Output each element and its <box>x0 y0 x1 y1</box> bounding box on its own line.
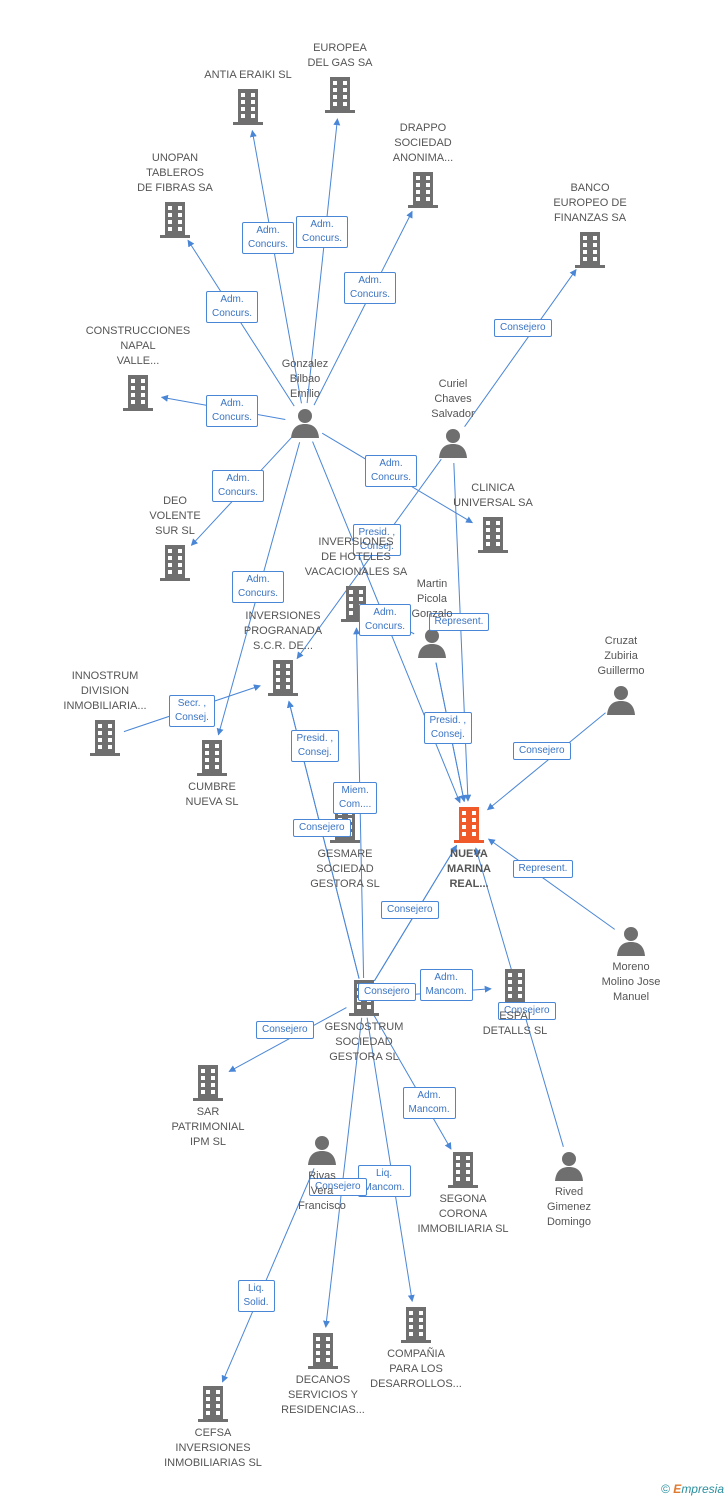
edge-label-cruzat-to-nueva[interactable]: Consejero <box>513 742 571 760</box>
edge-label-gonzalez-to-europea[interactable]: Adm. Concurs. <box>296 216 349 248</box>
edge-label-gesnostrum-to-decanos[interactable]: Consejero <box>309 1178 367 1196</box>
edge-label-gonzalez-to-construcciones[interactable]: Adm. Concurs. <box>206 395 259 427</box>
building-icon-antia[interactable] <box>233 89 263 125</box>
person-icon-martin[interactable] <box>418 629 446 658</box>
edge-label-moreno-to-nueva[interactable]: Represent. <box>512 860 574 878</box>
node-label-innostrum[interactable]: INNOSTRUM DIVISION INMOBILIARIA... <box>63 670 147 712</box>
node-label-compania[interactable]: COMPAÑIA PARA LOS DESARROLLOS... <box>370 1348 462 1390</box>
person-icon-rived[interactable] <box>555 1152 583 1181</box>
edge-curiel-to-nueva <box>453 462 472 802</box>
person-icon-gonzalez[interactable] <box>291 409 319 438</box>
copyright-icon: © <box>661 1482 670 1496</box>
edge-gonzalez-to-europea <box>306 118 341 404</box>
edge-label-gesnostrum-to-inversiones_prog[interactable]: Presid. , Consej. <box>290 730 340 762</box>
edge-label-gesnostrum-to-inversiones_prog[interactable]: Consejero <box>293 819 351 837</box>
building-icon-europea[interactable] <box>325 77 355 113</box>
node-label-clinica[interactable]: CLINICA UNIVERSAL SA <box>453 482 533 509</box>
node-label-sar[interactable]: SAR PATRIMONIAL IPM SL <box>171 1106 245 1148</box>
node-label-cruzat[interactable]: Cruzat Zubiria Guillermo <box>597 635 645 677</box>
edge-label-curiel-to-banco[interactable]: Consejero <box>494 319 552 337</box>
edge-label-gonzalez-to-unopan[interactable]: Adm. Concurs. <box>206 291 259 323</box>
edge-moreno-to-nueva <box>487 838 616 930</box>
edge-label-gesnostrum-to-nueva[interactable]: Consejero <box>358 983 416 1001</box>
edge-label-gesnostrum-to-espai[interactable]: Adm. Mancom. <box>419 969 473 1001</box>
building-icon-sar[interactable] <box>193 1065 223 1101</box>
building-icon-clinica[interactable] <box>478 517 508 553</box>
edge-gonzalez-to-drappo <box>313 210 413 406</box>
node-label-europea[interactable]: EUROPEA DEL GAS SA <box>307 42 373 69</box>
node-label-gesmare[interactable]: GESMARE SOCIEDAD GESTORA SL <box>310 848 380 890</box>
node-label-drappo[interactable]: DRAPPO SOCIEDAD ANONIMA... <box>392 122 454 164</box>
building-icon-compania[interactable] <box>401 1307 431 1343</box>
edge-gesnostrum-to-segona <box>373 1015 452 1150</box>
building-icon-unopan[interactable] <box>160 202 190 238</box>
edge-gonzalez-to-unopan <box>187 239 295 407</box>
person-icon-moreno[interactable] <box>617 927 645 956</box>
building-icon-nueva[interactable] <box>454 807 484 843</box>
edge-label-martin-to-nueva[interactable]: Presid. , Consej. <box>423 712 473 744</box>
footer-brand: © Empresia <box>661 1482 724 1496</box>
edge-label-martin-to-inversiones_hot[interactable]: Adm. Concurs. <box>359 604 412 636</box>
edge-cruzat-to-nueva <box>486 712 606 811</box>
node-label-unopan[interactable]: UNOPAN TABLEROS DE FIBRAS SA <box>137 152 213 194</box>
node-label-decanos[interactable]: DECANOS SERVICIOS Y RESIDENCIAS... <box>281 1374 365 1416</box>
edge-gesnostrum-to-sar <box>228 1007 347 1072</box>
edge-label-gonzalez-to-deo[interactable]: Adm. Concurs. <box>212 470 265 502</box>
person-icon-cruzat[interactable] <box>607 686 635 715</box>
building-icon-segona[interactable] <box>448 1152 478 1188</box>
node-label-segona[interactable]: SEGONA CORONA IMMOBILIARIA SL <box>417 1193 509 1235</box>
building-icon-cefsa[interactable] <box>198 1386 228 1422</box>
edge-rivas-to-cefsa <box>221 1168 315 1383</box>
edge-label-innostrum-to-inversiones_prog[interactable]: Secr. , Consej. <box>169 695 215 727</box>
edge-label-rived-to-nueva[interactable]: Consejero <box>498 1002 556 1020</box>
node-label-nueva[interactable]: NUEVA MARINA REAL... <box>447 848 491 890</box>
brand-logo-initial: E <box>673 1482 682 1496</box>
edge-label-rivas-to-cefsa[interactable]: Liq. Solid. <box>237 1280 275 1312</box>
node-label-cefsa[interactable]: CEFSA INVERSIONES INMOBILIARIAS SL <box>164 1427 262 1469</box>
edge-label-gonzalez-to-clinica[interactable]: Adm. Concurs. <box>365 455 418 487</box>
edge-label-gonzalez-to-cumbre[interactable]: Adm. Concurs. <box>232 571 285 603</box>
node-label-construcciones[interactable]: CONSTRUCCIONES NAPAL VALLE... <box>85 325 191 367</box>
edge-label-gonzalez-to-drappo[interactable]: Adm. Concurs. <box>344 272 397 304</box>
building-icon-construcciones[interactable] <box>123 375 153 411</box>
node-label-antia[interactable]: ANTIA ERAIKI SL <box>204 69 292 81</box>
edge-label-gesnostrum-to-segona[interactable]: Adm. Mancom. <box>402 1087 456 1119</box>
node-label-curiel[interactable]: Curiel Chaves Salvador <box>431 378 475 420</box>
building-icon-innostrum[interactable] <box>90 720 120 756</box>
node-label-banco[interactable]: BANCO EUROPEO DE FINANZAS SA <box>553 182 627 224</box>
building-icon-deo[interactable] <box>160 545 190 581</box>
building-icon-banco[interactable] <box>575 232 605 268</box>
edge-curiel-to-inversiones_prog <box>296 458 442 660</box>
node-label-inversiones_hot[interactable]: INVERSIONES DE HOTELES VACACIONALES SA <box>304 536 408 578</box>
edge-label-gesnostrum-to-sar[interactable]: Consejero <box>256 1021 314 1039</box>
node-label-gesnostrum[interactable]: GESNOSTRUM SOCIEDAD GESTORA SL <box>324 1021 404 1063</box>
node-label-inversiones_prog[interactable]: INVERSIONES PROGRANADA S.C.R. DE... <box>243 610 323 652</box>
edge-label-martin-to-nueva[interactable]: Represent. <box>428 613 490 631</box>
node-label-rivas[interactable]: Rivas Vera Francisco <box>298 1170 346 1212</box>
building-icon-cumbre[interactable] <box>197 740 227 776</box>
edge-gesnostrum-to-decanos <box>323 1017 363 1328</box>
edge-gonzalez-to-antia <box>249 129 302 404</box>
node-label-deo[interactable]: DEO VOLENTE SUR SL <box>149 495 201 537</box>
person-icon-curiel[interactable] <box>439 429 467 458</box>
node-label-cumbre[interactable]: CUMBRE NUEVA SL <box>185 781 239 808</box>
edge-label-gesnostrum-to-nueva[interactable]: Consejero <box>381 901 439 919</box>
building-icon-drappo[interactable] <box>408 172 438 208</box>
edge-label-gonzalez-to-antia[interactable]: Adm. Concurs. <box>242 222 295 254</box>
edge-label-gesnostrum-to-inversiones_hot[interactable]: Miem. Com.... <box>333 782 378 814</box>
person-icon-rivas[interactable] <box>308 1136 336 1165</box>
node-label-espai[interactable]: ESPAI DETALLS SL <box>482 1010 548 1037</box>
node-label-gonzalez[interactable]: Gonzalez Bilbao Emilio <box>281 358 329 400</box>
building-icon-inversiones_prog[interactable] <box>268 660 298 696</box>
building-icon-decanos[interactable] <box>308 1333 338 1369</box>
node-label-martin[interactable]: Martin Picola Gonzalo <box>411 578 453 620</box>
brand-logo-text: mpresia <box>681 1482 724 1496</box>
node-label-moreno[interactable]: Moreno Molino Jose Manuel <box>601 961 661 1003</box>
building-icon-espai[interactable] <box>500 969 530 1005</box>
edge-gesnostrum-to-compania <box>366 1017 415 1302</box>
edge-label-curiel-to-inversiones_prog[interactable]: Presid. , Consej. <box>352 524 402 556</box>
node-label-rived[interactable]: Rived Gimenez Domingo <box>546 1186 592 1228</box>
edge-curiel-to-banco <box>464 268 577 427</box>
